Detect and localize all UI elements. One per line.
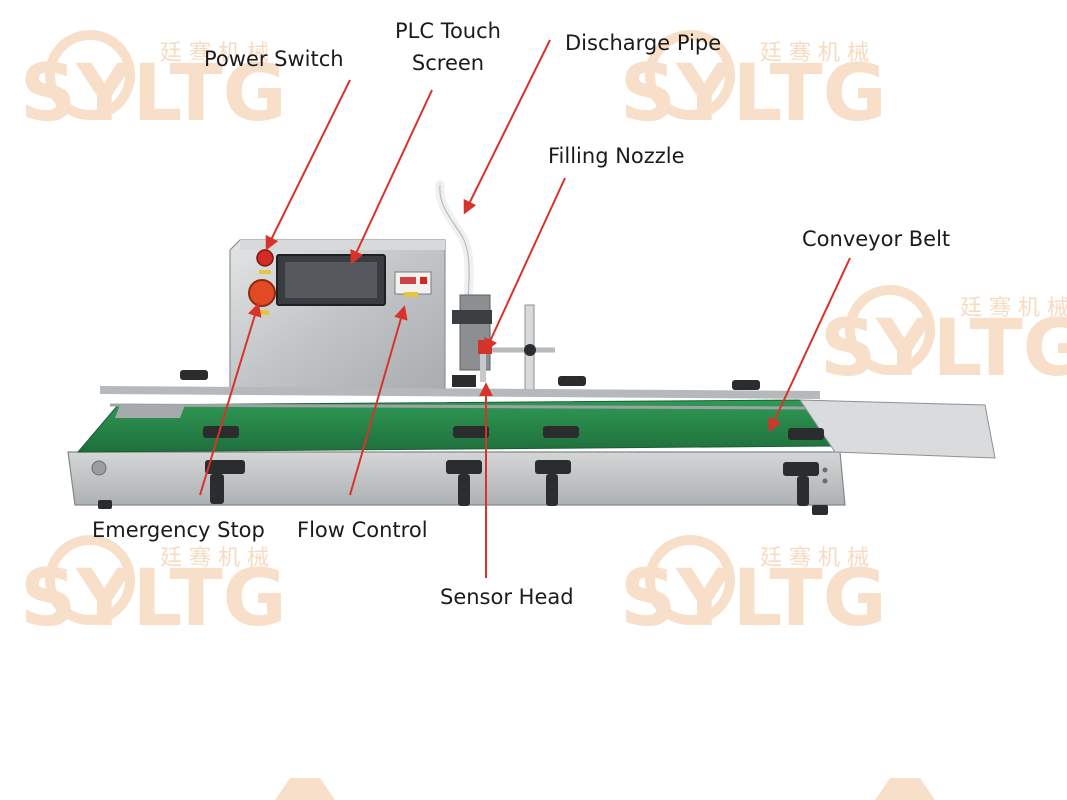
label-sensor-head: Sensor Head [440,585,574,609]
watermark-gear-fragment [275,778,335,800]
watermark-text: SYLTG [620,554,887,644]
label-plc-line1: PLC Touch [395,19,501,43]
label-plc-touch-screen: PLC Touch Screen [378,15,518,79]
watermark-logo: SYLTG 廷 骞 机 械 [820,285,1067,394]
label-plc-line2: Screen [411,51,485,75]
watermark-cn: 廷 骞 机 械 [160,546,269,571]
arrow-power-switch [265,79,351,251]
watermark-logo: SYLTG 廷 骞 机 械 [20,535,287,644]
watermark-cn: 廷 骞 机 械 [960,296,1067,321]
label-power-switch: Power Switch [204,47,344,71]
watermark-cn: 廷 骞 机 械 [760,41,869,66]
arrow-discharge-pipe [463,39,551,215]
arrow-emergency-stop [199,302,262,496]
watermark-gear-fragment [875,778,935,800]
power-switch-button [256,249,274,267]
label-conveyor-belt: Conveyor Belt [802,227,951,251]
label-flow-control: Flow Control [297,518,428,542]
arrow-conveyor-belt [768,257,851,433]
arrow-plc-screen [350,89,433,265]
watermark-text: SYLTG [20,554,287,644]
filling-machine [67,180,996,515]
guide-clamps [180,370,824,506]
label-emergency-stop: Emergency Stop [92,518,265,542]
control-box [229,239,446,393]
watermark-cn: 廷 骞 机 械 [160,41,269,66]
watermark-text: SYLTG [820,304,1067,394]
nozzle-assembly [452,294,555,394]
watermark-text: SYLTG [20,49,287,139]
label-discharge-pipe: Discharge Pipe [565,31,722,55]
watermark-logo: SYLTG 廷 骞 机 械 [620,30,887,139]
label-filling-nozzle: Filling Nozzle [548,144,685,168]
conveyor [67,370,996,515]
watermark-text: SYLTG [620,49,887,139]
watermark-logo: SYLTG 廷 骞 机 械 [20,30,287,139]
watermark-group: SYLTG 廷 骞 机 械 SYLTG 廷 骞 机 械 SYLTG 廷 骞 机 … [20,30,1067,800]
callout-arrows [199,39,851,578]
arrow-flow-control [349,305,408,496]
watermark-logo: SYLTG 廷 骞 机 械 [620,535,887,644]
watermark-cn: 廷 骞 机 械 [760,546,869,571]
arrow-filling-nozzle [484,177,566,353]
emergency-stop-button [248,279,276,307]
